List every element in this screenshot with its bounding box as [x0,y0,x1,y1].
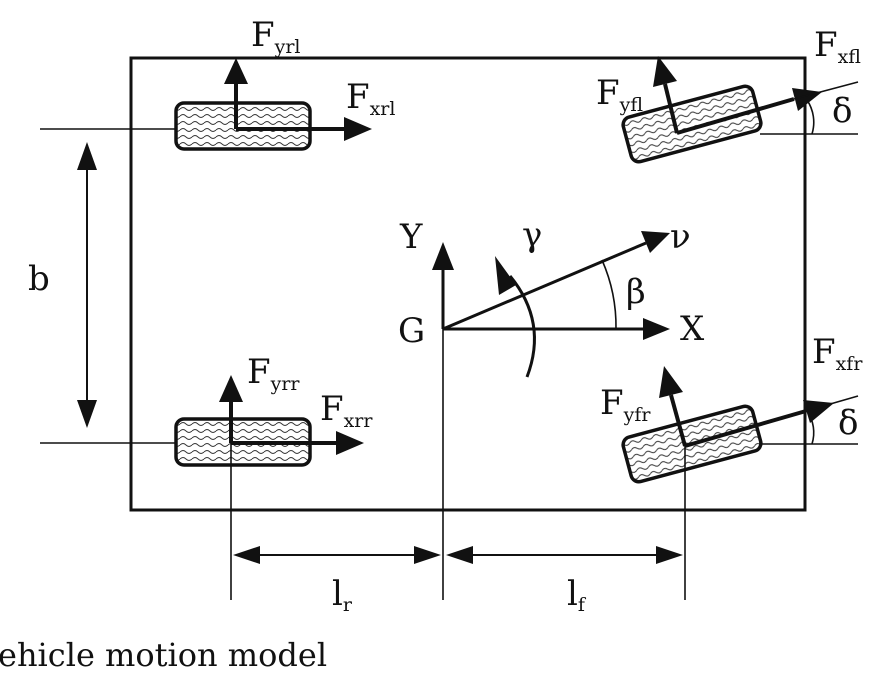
label-fxrr: Fxrr [320,389,373,432]
vehicle-body [129,56,807,512]
label-x-axis: X [680,309,705,349]
label-fxrl: Fxrl [346,77,395,120]
front-right-heading-line [805,395,859,412]
force-arrow-xfr [684,409,807,448]
yaw-rate-arc [508,275,536,378]
label-fxfl: Fxfl [814,25,861,68]
force-arrow-xrr-head [336,431,364,455]
force-arrow-yrl-head [224,58,248,84]
label-beta: β [626,272,646,312]
front-left-wheel [621,84,763,164]
figure-caption: ehicle motion model [0,636,327,674]
force-arrow-yfl [663,83,679,134]
front-left-heading-line [793,81,859,100]
track-width-arrow-top [77,142,97,170]
velocity-vector-head [641,231,670,253]
front-distance-arrow-left [446,546,473,564]
force-arrow-yfl-head [653,56,677,87]
steer-angle-arc-left [806,99,815,135]
force-arrow-xfl [676,97,795,135]
force-arrow-xrl-head [344,117,372,141]
y-axis-arrow-head [432,242,454,270]
label-fxfr: Fxfr [812,332,863,375]
rear-left-wheel [174,101,312,151]
label-fyfl: Fyfl [596,73,643,116]
velocity-vector [442,241,647,331]
label-front-distance: lf [567,574,587,616]
front-distance-arrow-right [656,546,683,564]
yaw-rate-arrow-head [495,256,516,295]
label-delta-left: δ [832,91,852,131]
rear-distance-arrow-right [414,546,441,564]
x-axis-arrow-head [643,318,670,340]
steer-angle-arc-right [806,410,815,445]
label-cog: G [398,311,425,351]
force-arrow-yfr-head [659,366,683,398]
sideslip-angle-arc [601,259,617,330]
force-arrow-yfr [669,394,687,447]
label-y-axis: Y [399,217,423,257]
force-arrow-xfl-head [792,88,822,111]
label-fyrl: Fyrl [251,15,301,58]
label-rear-distance: lr [332,574,353,616]
label-gamma: γ [522,215,542,255]
label-fyfr: Fyfr [600,383,651,426]
label-track-width: b [28,259,50,299]
label-delta-right: δ [838,403,858,443]
force-arrow-yrr-head [219,375,243,402]
rear-distance-arrow-left [233,546,260,564]
label-velocity: ν [670,217,691,257]
label-fyrr: Fyrr [247,352,300,395]
track-width-arrow-bottom [77,400,97,428]
